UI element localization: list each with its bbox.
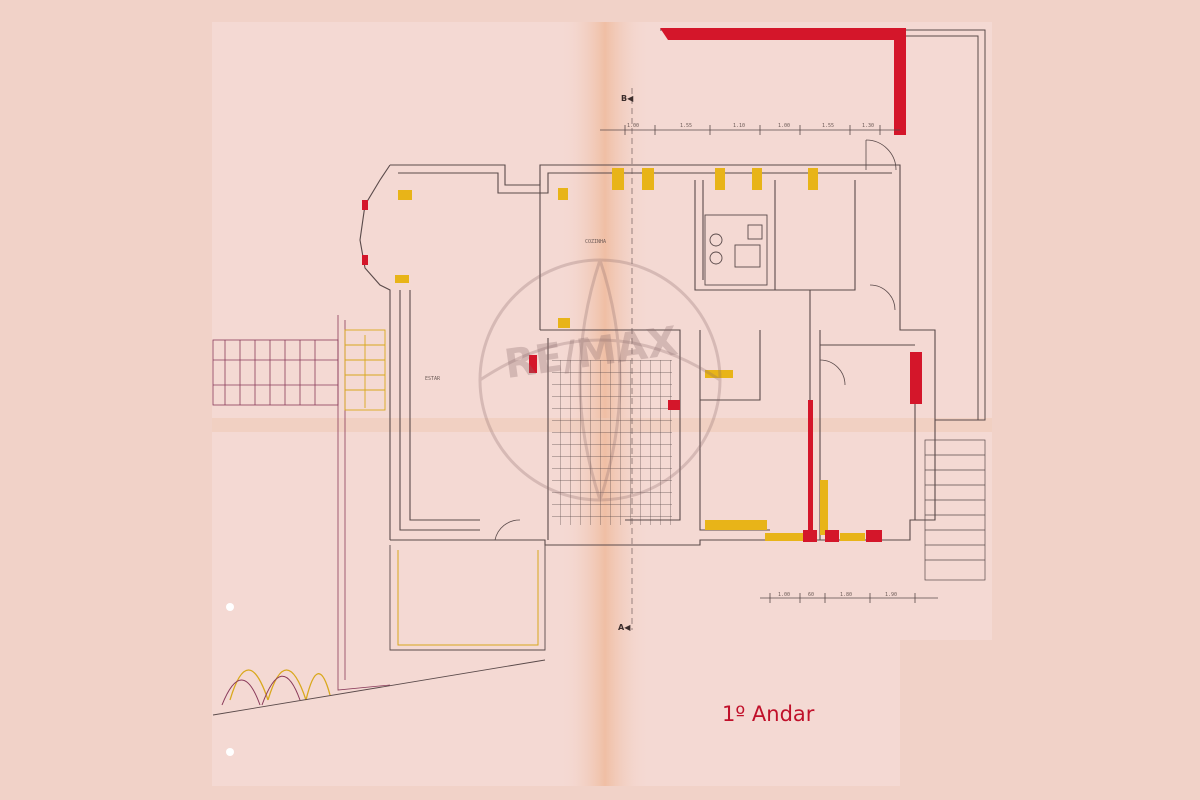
room-label-cozinha: COZINHA (585, 239, 606, 245)
building-walls (359, 164, 936, 546)
courtyard-outline (212, 545, 546, 716)
door-swings (494, 139, 897, 541)
garden-arches (229, 669, 331, 701)
dim-label: 1.80 (840, 592, 852, 598)
dim-label: 1.00 (778, 123, 790, 129)
red-walls (362, 200, 922, 542)
bathroom-fixtures (704, 214, 768, 286)
section-marker-a: A◀ (618, 623, 631, 632)
floor-caption: 1º Andar (722, 702, 815, 726)
dim-label: 1.00 (627, 123, 639, 129)
right-stairs (924, 439, 986, 581)
top-dimension-labels: 1.00 1.55 1.10 1.00 1.55 1.30 (627, 123, 874, 129)
yellow-walls (395, 168, 865, 541)
binder-hole (226, 748, 234, 756)
section-marker-b: B◀ (621, 94, 634, 103)
dim-label: 1.30 (862, 123, 874, 129)
new-wall-red-top (660, 28, 906, 135)
dim-label: 1.00 (778, 592, 790, 598)
dim-label: 1.10 (733, 123, 745, 129)
dim-label: 1.55 (822, 123, 834, 129)
top-dimension-line (600, 125, 900, 135)
bottom-dimension-labels: 1.00 60 1.80 1.90 (778, 592, 897, 598)
exterior-stairs-yellow (344, 329, 386, 411)
dim-label: 1.55 (680, 123, 692, 129)
kitchen-tile-floor (552, 360, 672, 525)
garden-arches-purple (221, 675, 301, 706)
paper-cutout (900, 640, 992, 786)
binder-hole (226, 603, 234, 611)
dim-label: 60 (808, 592, 814, 598)
bottom-dimension-line (760, 593, 938, 603)
room-label-estar: ESTAR (425, 376, 441, 382)
watermark-logo (478, 258, 722, 502)
courtyard-yellow (397, 550, 539, 646)
dim-label: 1.90 (885, 592, 897, 598)
